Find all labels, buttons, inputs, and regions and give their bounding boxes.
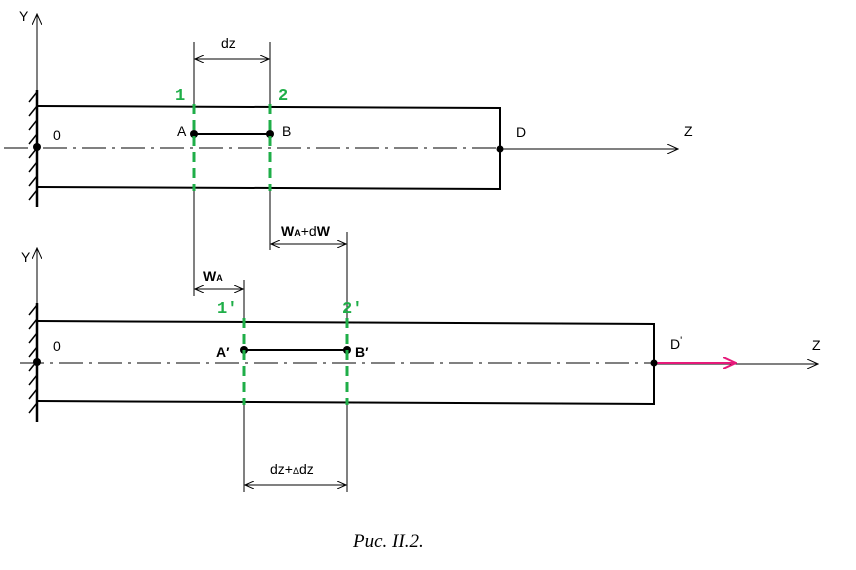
top-point-d [496, 145, 504, 153]
bottom-z-axis-label: Z [812, 337, 821, 353]
displacement-dimensions: WA+dW WA [193, 191, 348, 320]
top-z-axis-label: Z [684, 123, 693, 139]
top-y-axis-label: Y [19, 8, 29, 24]
bottom-origin-label: 0 [53, 338, 61, 354]
top-point-b [266, 130, 274, 138]
top-point-a-label: A [177, 123, 187, 139]
bottom-point-b-prime-label: B′ [355, 344, 369, 360]
bottom-section-2-label: 2′ [342, 300, 362, 319]
dz-delta-label: dz+Δdz [270, 461, 314, 477]
top-point-b-label: B [282, 123, 291, 139]
bottom-y-axis-label: Y [21, 249, 31, 265]
wa-label: WA [203, 268, 223, 284]
wa-dw-label: WA+dW [281, 223, 331, 239]
bottom-point-d-prime [650, 359, 658, 367]
top-point-a [190, 130, 198, 138]
bottom-scheme: Y Z 0 D' A′ B′ [20, 248, 821, 492]
bottom-origin-point [33, 358, 41, 366]
top-section-2-label: 2 [278, 87, 288, 106]
top-origin-label: 0 [53, 127, 61, 143]
top-origin-point [33, 143, 41, 151]
top-point-d-label: D [516, 124, 526, 140]
bottom-section-1-label: 1′ [217, 300, 237, 319]
figure-caption: Рис. II.2. [352, 531, 424, 552]
top-scheme: Y Z 0 D A B [4, 8, 693, 207]
bottom-point-d-prime-label: D' [670, 335, 682, 352]
bottom-point-a-prime-label: A′ [216, 344, 230, 360]
dz-label: dz [221, 35, 236, 51]
top-section-1-label: 1 [175, 87, 185, 106]
